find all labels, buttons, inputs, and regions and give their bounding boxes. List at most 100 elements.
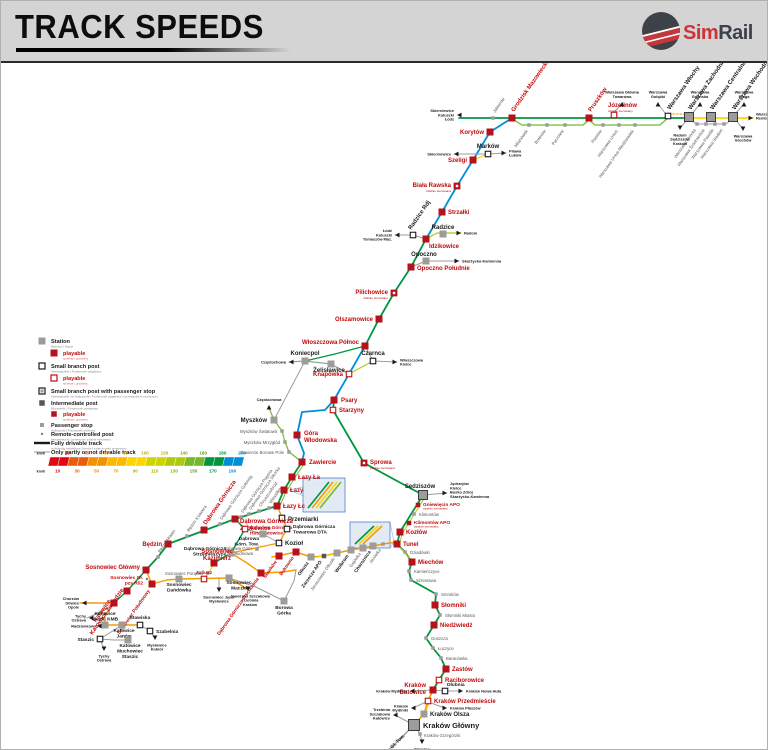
track-segment [230, 542, 280, 554]
station-label: Radzice Rdj [408, 200, 433, 232]
station-łazy: Łazy [280, 486, 304, 494]
station-zawiercie-borowe-pole: Zawiercie Borowe Pole [240, 450, 291, 455]
station-label: Warszawa Wschodnia [732, 56, 768, 111]
scale-value: 150 [190, 469, 198, 474]
station-strzałki: Strzałki [438, 208, 470, 216]
left-arrow-icon [89, 615, 94, 621]
station-label: Będzin Miasto [157, 528, 177, 553]
station-łuczyce: Łuczyce [431, 646, 454, 651]
destination-text: Kraków Mydlniki [376, 688, 407, 693]
station-łazy-łc: Łazy Łc [273, 502, 306, 510]
page-title: TRACK SPEEDS [15, 7, 264, 46]
down-arrow-icon [677, 125, 683, 130]
scale-value: 60 [104, 451, 110, 456]
destination-arrow-skarżysko-kamienna: Skarżysko-Kamienna [454, 258, 502, 264]
station-sędziszów: Sędziszów [405, 484, 436, 500]
scale-unit-bottom: km/h [37, 470, 45, 474]
scale-value: 170 [209, 469, 217, 474]
station-radzice-rdj: Radzice Rdj [408, 200, 433, 239]
scale-value: 50 [94, 469, 100, 474]
destination-text: Skierniewice [427, 151, 451, 156]
branch-playable-icon [50, 374, 58, 382]
station-kamieńczyce: Kamieńczyce [407, 569, 440, 574]
scale-value: 20 [65, 451, 71, 456]
station-label: Olszamowice [335, 317, 374, 323]
legend-sublabel: spielbar | grywalny [63, 381, 88, 385]
branch-icon [38, 362, 46, 370]
station-zawiercie: Zawiercie [298, 458, 337, 466]
station-dziadówki: Dziadówki [403, 550, 430, 555]
destination-text: Częstochowa [261, 359, 287, 364]
station-czarnca: Czarnca [361, 351, 385, 365]
station-słomniki-miasto: Słomniki Miasto [438, 613, 476, 618]
right-arrow-icon [442, 490, 447, 496]
scale-value: 40 [84, 451, 90, 456]
track-segment [425, 117, 513, 240]
up-arrow-icon [697, 102, 703, 107]
station-łazy-ła: Łazy Ła [288, 473, 321, 481]
station-label: Tunel [403, 542, 419, 548]
station-label: Opoczno [411, 252, 437, 258]
station-label: Kozłów [406, 530, 427, 536]
station-sublabel: zdalnie sterowane [363, 296, 388, 300]
station-label: Pilichowice [355, 290, 388, 296]
title-underline [16, 48, 291, 52]
track-segment [99, 638, 129, 641]
scale-value: 80 [123, 451, 129, 456]
station-label: Sprowa [370, 460, 392, 466]
destination-text: WarszawaRembertów [756, 111, 768, 120]
station-label: Dąbrowa Górn.Południowa [224, 546, 254, 556]
legend-label: playable [63, 351, 85, 357]
station-label: Kamieńczyce [414, 569, 440, 574]
station-sosnowiec-główny: Sosnowiec Główny [85, 565, 150, 574]
station-szabelnia: Szabelnia [146, 627, 178, 635]
legend-label: Small branch post with passenger stop [51, 389, 156, 395]
station-label: Czarnca [361, 351, 385, 357]
station-label: Psary [341, 398, 358, 404]
station-smroków: Smroków [434, 592, 460, 597]
station-label: Myszków Światowit [240, 429, 278, 434]
right-arrow-icon [748, 115, 753, 121]
station-kozłów: Kozłów [396, 528, 427, 536]
station-zastów: Zastów [442, 665, 473, 673]
station-label: Raciborowice [445, 678, 485, 684]
station-marków: Marków [477, 144, 500, 158]
station-label: Łazy Ła [298, 475, 321, 481]
down-arrow-icon [101, 646, 107, 651]
destination-arrow-radom: Radom [456, 230, 478, 236]
down-arrow-icon [216, 587, 222, 592]
station-label: Baranówka [446, 656, 468, 661]
scale-value: 160 [199, 451, 207, 456]
station-label: Brwinów [533, 128, 547, 145]
left-arrow-icon [393, 712, 398, 718]
station-niedźwiedź: Niedźwiedź [430, 621, 472, 629]
station-label: Kozioł [285, 541, 303, 547]
station-label: Niedźwiedź [440, 623, 472, 629]
station-label: Przemiarki [288, 517, 319, 523]
station-kraków-olsza: Kraków Olsza [420, 710, 470, 718]
station-piastów: Piastów [590, 123, 605, 144]
